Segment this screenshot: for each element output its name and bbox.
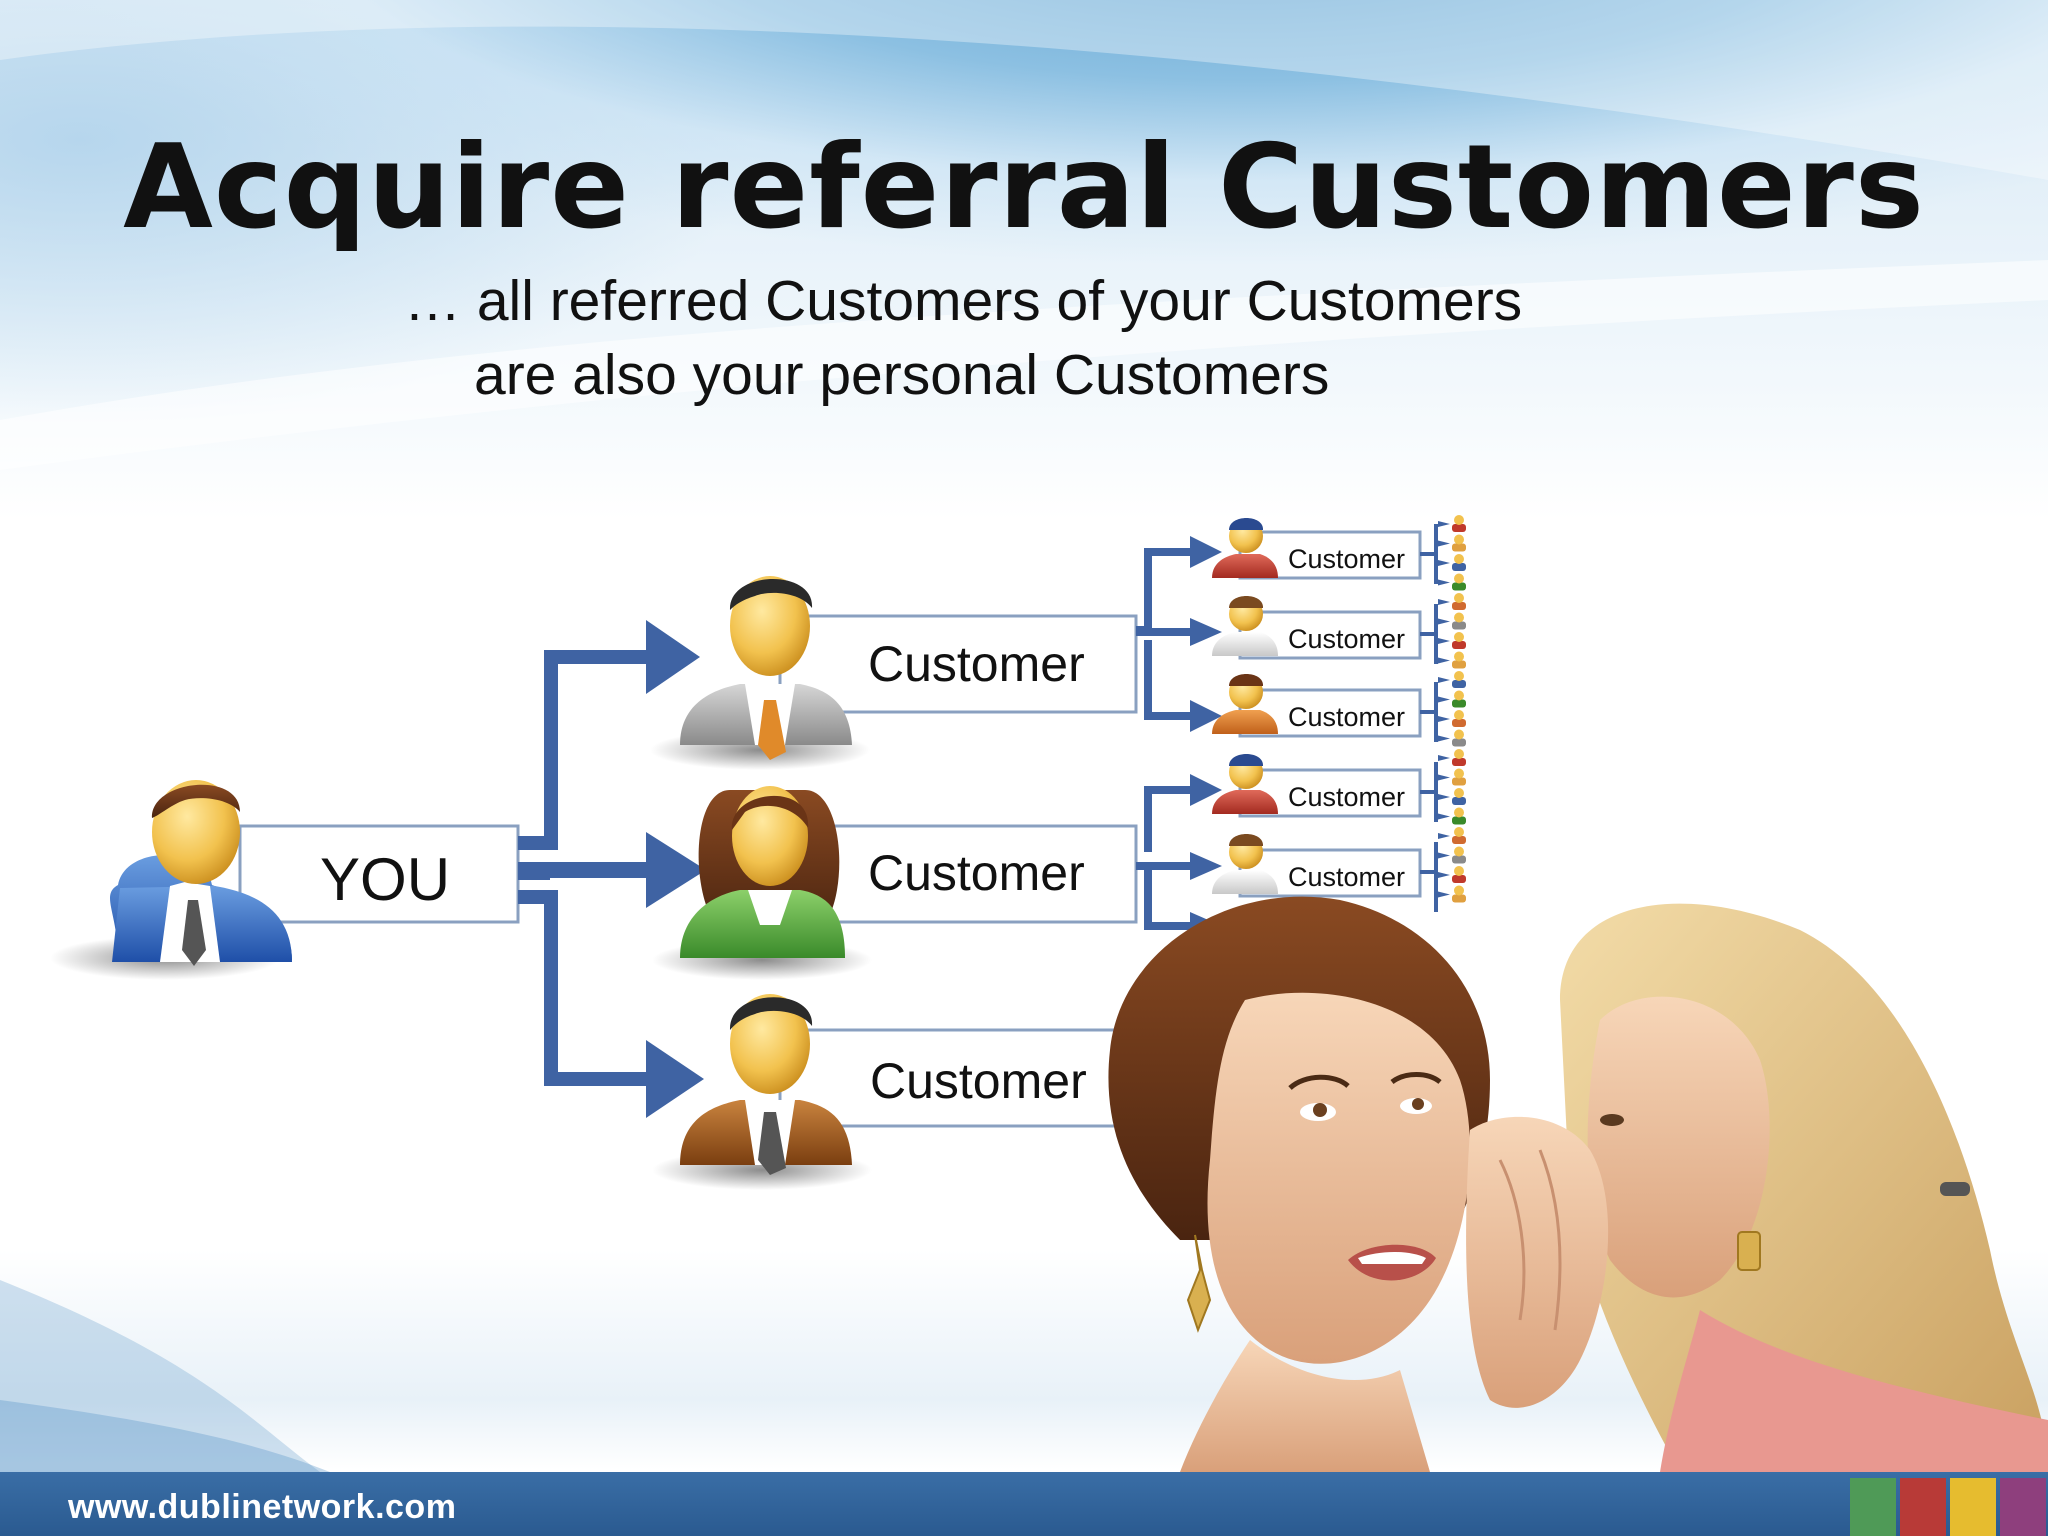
level2-label-1: Customer [1288,544,1405,574]
small-person-icon [1212,754,1278,814]
tiny-person-icon [1438,788,1466,805]
level2-label-5: Customer [1288,862,1405,892]
tiny-person-icon [1438,866,1466,883]
level2-label-2: Customer [1288,624,1405,654]
tiny-person-icon [1438,632,1466,649]
tiny-person-icon [1438,807,1466,825]
level2-avatars [1212,518,1278,894]
tiny-person-icon [1438,593,1466,610]
tiny-person-icon [1438,573,1466,591]
footer-color-bar-green [1850,1478,1896,1536]
footer-color-bar-red [1900,1478,1946,1536]
subtitle-line-2: are also your personal Customers [474,343,1330,407]
level1-label-2: Customer [868,845,1085,901]
level1-arrows [518,620,706,1118]
tiny-person-icon [1438,729,1466,747]
customer-avatar-brown-icon [652,994,872,1190]
customer-avatar-green-icon [652,786,872,980]
level3-tree [1420,515,1466,912]
tiny-person-icon [1438,534,1466,552]
two-women-whispering-photo [1108,896,2048,1472]
level1-label-1: Customer [868,636,1085,692]
footer-bar [0,1472,2048,1536]
tiny-person-icon [1438,885,1466,903]
tiny-person-icon [1438,515,1466,532]
small-person-icon [1212,518,1278,578]
customer-avatar-grey-icon [650,576,870,770]
tiny-person-icon [1438,671,1466,688]
tiny-person-icon [1438,651,1466,669]
footer-color-bar-yellow [1950,1478,1996,1536]
tiny-person-icon [1438,846,1466,864]
level2-arrows [1136,536,1222,940]
subtitle-line-1: … all referred Customers of your Custome… [404,269,1523,333]
level1-label-3: Customer [870,1053,1087,1109]
tiny-person-icon [1438,827,1466,844]
footer-website-link[interactable]: www.dublinetwork.com [68,1488,457,1526]
small-person-icon [1212,834,1278,894]
slide-title: Acquire referral Customers [123,120,1925,255]
tiny-person-icon [1438,710,1466,727]
small-person-icon [1212,674,1278,734]
level2-label-3: Customer [1288,702,1405,732]
you-avatar-icon [50,780,292,980]
you-label: YOU [320,846,450,913]
tiny-person-icon [1438,690,1466,708]
tiny-person-icon [1438,612,1466,630]
footer-color-bar-purple [2000,1478,2046,1536]
tiny-person-icon [1438,554,1466,571]
tiny-person-icon [1438,749,1466,766]
level2-label-4: Customer [1288,782,1405,812]
small-person-icon [1212,596,1278,656]
tiny-person-icon [1438,768,1466,786]
